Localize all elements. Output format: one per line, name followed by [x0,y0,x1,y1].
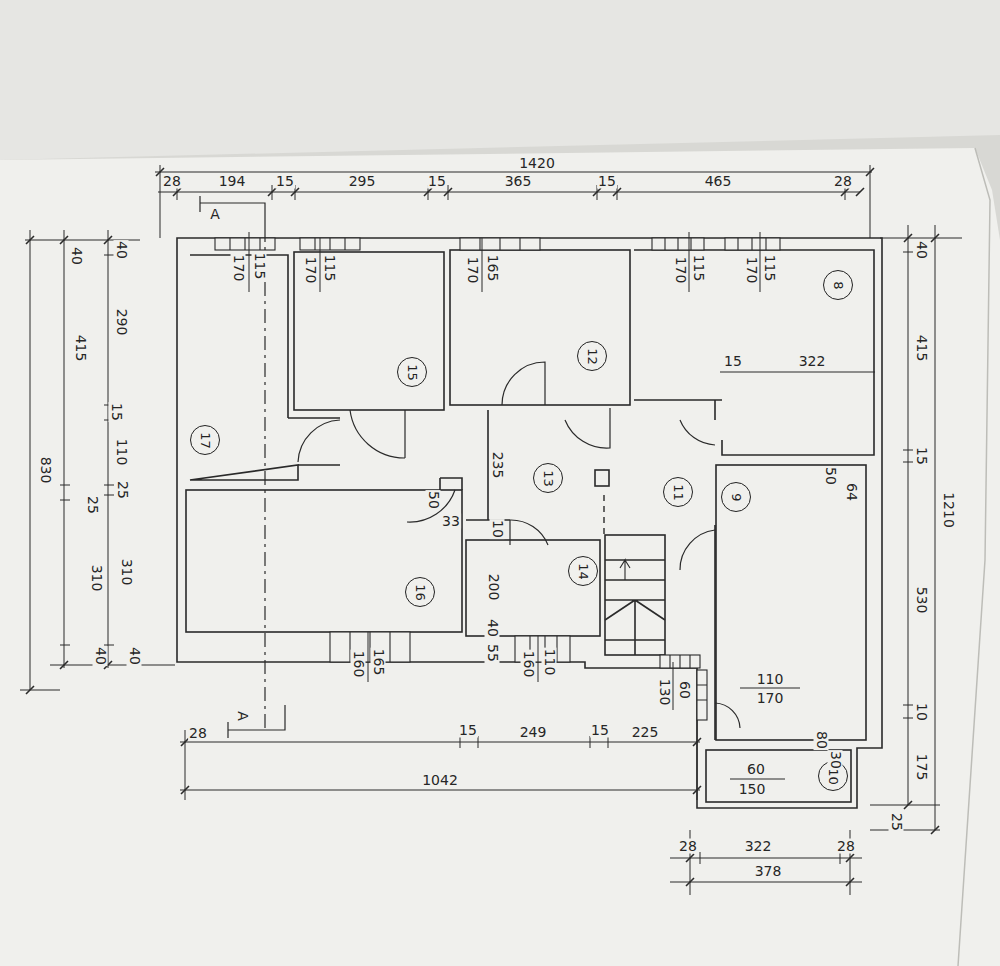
dimension-label: 40 [93,646,108,666]
dimension-label: 15 [723,354,743,369]
dimension-label: 25 [115,480,130,500]
dimension-label: 310 [89,564,104,593]
room-number-circle: 17 [190,425,220,455]
dimension-label: 160 [521,650,536,679]
dimension-label: 110 [114,438,129,467]
dimension-label: 115 [252,252,267,281]
dimension-label: 170 [303,256,318,285]
room-number: 10 [825,768,840,785]
dimension-label: 170 [673,256,688,285]
dimension-label: 15 [427,174,447,189]
dimension-label: A [209,207,221,222]
room-number-circle: 15 [397,357,427,387]
dimension-label: 465 [704,174,733,189]
dimension-label: 25 [85,495,100,515]
dimension-label: 110 [542,648,557,677]
dimension-label: 40 [914,240,929,260]
dimension-label: 15 [275,174,295,189]
room-number: 11 [670,484,685,501]
dimension-label: 165 [371,648,386,677]
dimension-label: 160 [351,650,366,679]
dimension-label: 28 [833,174,853,189]
dimension-label: 322 [744,839,773,854]
dimension-label: 55 [485,643,500,663]
dimension-label: 115 [691,254,706,283]
dimension-label: 40 [485,618,500,638]
dimension-label: 415 [914,334,929,363]
dimension-label: 150 [738,782,767,797]
dimension-label: 15 [109,402,124,422]
dimension-label: 378 [754,864,783,879]
dimension-label: 225 [631,725,660,740]
dimension-label: 249 [519,725,548,740]
dimension-label: 40 [69,246,84,266]
dimension-label: 170 [756,691,785,706]
dimension-label: 115 [322,254,337,283]
dimension-label: 170 [744,256,759,285]
room-number-circle: 13 [533,463,563,493]
room-number: 12 [584,348,599,365]
dimension-label: 322 [798,354,827,369]
dimension-label: 295 [348,174,377,189]
room-number: 15 [404,364,419,381]
dimension-label: 15 [458,723,478,738]
dimension-label: 80 [814,730,829,750]
room-number-circle: 9 [721,482,751,512]
room-number-circle: 16 [405,577,435,607]
room-number: 8 [831,281,846,289]
dimension-label: 830 [38,456,53,485]
dimension-label: 165 [485,254,500,283]
room-number-circle: 8 [823,270,853,300]
dimension-label: 530 [914,586,929,615]
dimension-label: 170 [231,254,246,283]
room-number-circle: 11 [663,477,693,507]
dimension-label: 235 [490,451,505,480]
room-number: 9 [729,493,744,501]
dimension-label: 15 [914,446,929,466]
dimension-label: 10 [490,519,505,539]
dimension-label: 194 [218,174,247,189]
dimension-label: 115 [762,254,777,283]
dimension-label: 64 [844,482,859,502]
dimension-label: 50 [823,466,838,486]
dimension-label: 40 [114,240,129,260]
room-number-circle: 12 [577,341,607,371]
room-number: 13 [540,470,555,487]
dimension-label: 30 [828,750,843,770]
dimension-label: 1210 [941,491,956,529]
dimension-label: 175 [914,753,929,782]
dimension-label: 28 [188,726,208,741]
dimension-label: 290 [114,308,129,337]
dimension-label: 60 [677,680,692,700]
dimension-label: 28 [162,174,182,189]
dimension-label: 110 [756,672,785,687]
dimension-label: 310 [119,558,134,587]
dimension-label: 200 [486,573,501,602]
room-number: 17 [197,432,212,449]
dimension-label: 1042 [421,773,459,788]
dimension-label: 28 [678,839,698,854]
dimension-label: 130 [657,678,672,707]
dimension-label: 415 [73,334,88,363]
dimension-label: A [235,710,250,722]
dimension-label: 15 [597,174,617,189]
room-number-circle: 14 [568,556,598,586]
dimension-label: 15 [590,723,610,738]
dimension-label: 365 [504,174,533,189]
dimension-label: 170 [465,256,480,285]
room-number: 14 [575,563,590,580]
dimension-label: 33 [441,514,461,529]
dimension-label: 60 [746,762,766,777]
room-number: 16 [412,584,427,601]
dimension-label: 25 [889,812,904,832]
dimension-label: 50 [426,490,441,510]
dimension-label: 40 [127,646,142,666]
dimension-label: 10 [914,702,929,722]
dimension-label: 1420 [518,156,556,171]
dimension-label: 28 [836,839,856,854]
